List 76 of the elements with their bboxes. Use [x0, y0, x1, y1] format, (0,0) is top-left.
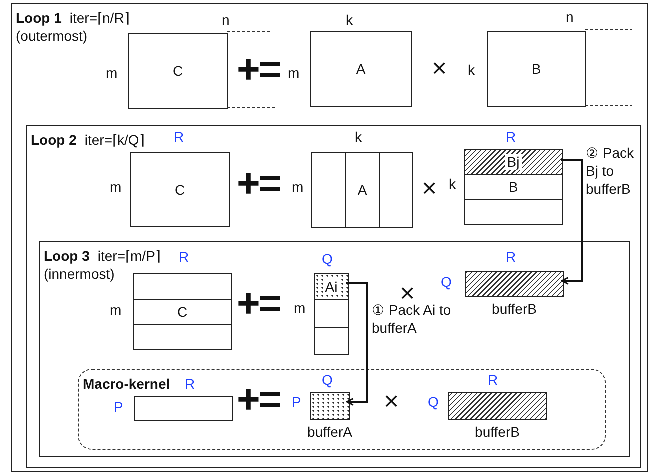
- loop-panel: [26, 125, 641, 468]
- matrix-block: [133, 299, 232, 325]
- dimension-label: k: [346, 13, 353, 27]
- matrix-block: [133, 273, 232, 300]
- matrix-block: [464, 174, 563, 200]
- matrix-block: [134, 396, 233, 421]
- dimension-label: m: [110, 180, 122, 194]
- dimension-label: m: [106, 66, 118, 80]
- dimension-label: Q: [428, 395, 439, 409]
- operator-symbol: ×: [432, 55, 448, 81]
- matrix-label: B: [508, 179, 518, 195]
- panel-subtitle: (outermost): [16, 27, 89, 45]
- panel-title: Loop 3: [44, 248, 90, 264]
- dimension-label: Q: [322, 252, 333, 266]
- dimension-label: n: [222, 13, 230, 27]
- matrix-block: [130, 152, 230, 227]
- matrix-block: [464, 199, 563, 225]
- iteration-formula: iter=⌈n/R⌉: [70, 10, 130, 26]
- matrix-label: Ai: [323, 278, 340, 294]
- panel-subtitle: (innermost): [44, 265, 116, 283]
- matrix-label: Bj: [505, 154, 522, 170]
- matrix-block: [310, 31, 412, 107]
- loop-panel: [39, 241, 630, 457]
- connector-arrow: [561, 159, 583, 285]
- buffer-caption: bufferB: [492, 301, 537, 317]
- operator-symbol: +=: [237, 50, 280, 90]
- matrix-block: [379, 152, 413, 228]
- dimension-label: R: [488, 373, 498, 387]
- dimension-label: k: [468, 63, 475, 77]
- matrix-block: [345, 152, 380, 228]
- dimension-label: P: [292, 395, 302, 409]
- dimension-label: R: [179, 250, 190, 264]
- matrix-block: [133, 324, 232, 350]
- matrix-block: [311, 152, 346, 228]
- connector-arrow: [346, 282, 368, 406]
- dimension-label: k: [355, 130, 362, 144]
- operator-symbol: ×: [422, 175, 438, 201]
- dimension-label: m: [294, 301, 306, 315]
- panel-title: Loop 2: [31, 132, 77, 148]
- operator-symbol: +=: [237, 380, 280, 420]
- dimension-label: R: [185, 377, 196, 391]
- matrix-block: [314, 299, 349, 328]
- operator-symbol: +=: [237, 284, 280, 324]
- iteration-formula: iter=⌈k/Q⌉: [84, 132, 144, 148]
- iteration-formula: iter=⌈m/P⌉: [98, 248, 160, 264]
- buffer-caption: bufferA: [308, 424, 352, 440]
- edge-label: ② Pack Bj to bufferB: [586, 144, 636, 198]
- macro-kernel-panel: [78, 369, 606, 450]
- buffer-caption: bufferB: [475, 424, 520, 440]
- panel-title: Macro-kernel: [83, 376, 170, 392]
- dimension-label: R: [506, 250, 516, 264]
- dimension-label: m: [288, 66, 300, 80]
- dimension-label: m: [110, 303, 122, 317]
- dimension-label: R: [174, 130, 184, 144]
- dimension-label: P: [114, 400, 124, 414]
- operator-symbol: +=: [237, 164, 280, 204]
- matrix-label: C: [177, 304, 188, 320]
- dimension-label: Q: [322, 373, 333, 387]
- dimension-label: Q: [441, 275, 452, 289]
- hatched-buffer-block: [464, 149, 563, 175]
- dimension-label: n: [566, 10, 574, 24]
- matrix-label: A: [358, 182, 368, 198]
- matrix-label: A: [356, 61, 366, 77]
- dimension-label: m: [292, 180, 304, 194]
- matrix-block: [487, 31, 586, 107]
- loop-panel: [11, 3, 648, 472]
- matrix-block: [314, 327, 349, 355]
- dotted-buffer-block: [314, 273, 349, 300]
- dimension-label: R: [506, 130, 516, 144]
- dimension-label: k: [449, 177, 456, 191]
- matrix-label: C: [174, 182, 186, 198]
- matrix-label: C: [172, 63, 184, 79]
- matrix-label: B: [532, 61, 542, 77]
- matrix-block: [128, 33, 228, 109]
- operator-symbol: ×: [384, 388, 400, 414]
- panel-title: Loop 1: [16, 10, 62, 26]
